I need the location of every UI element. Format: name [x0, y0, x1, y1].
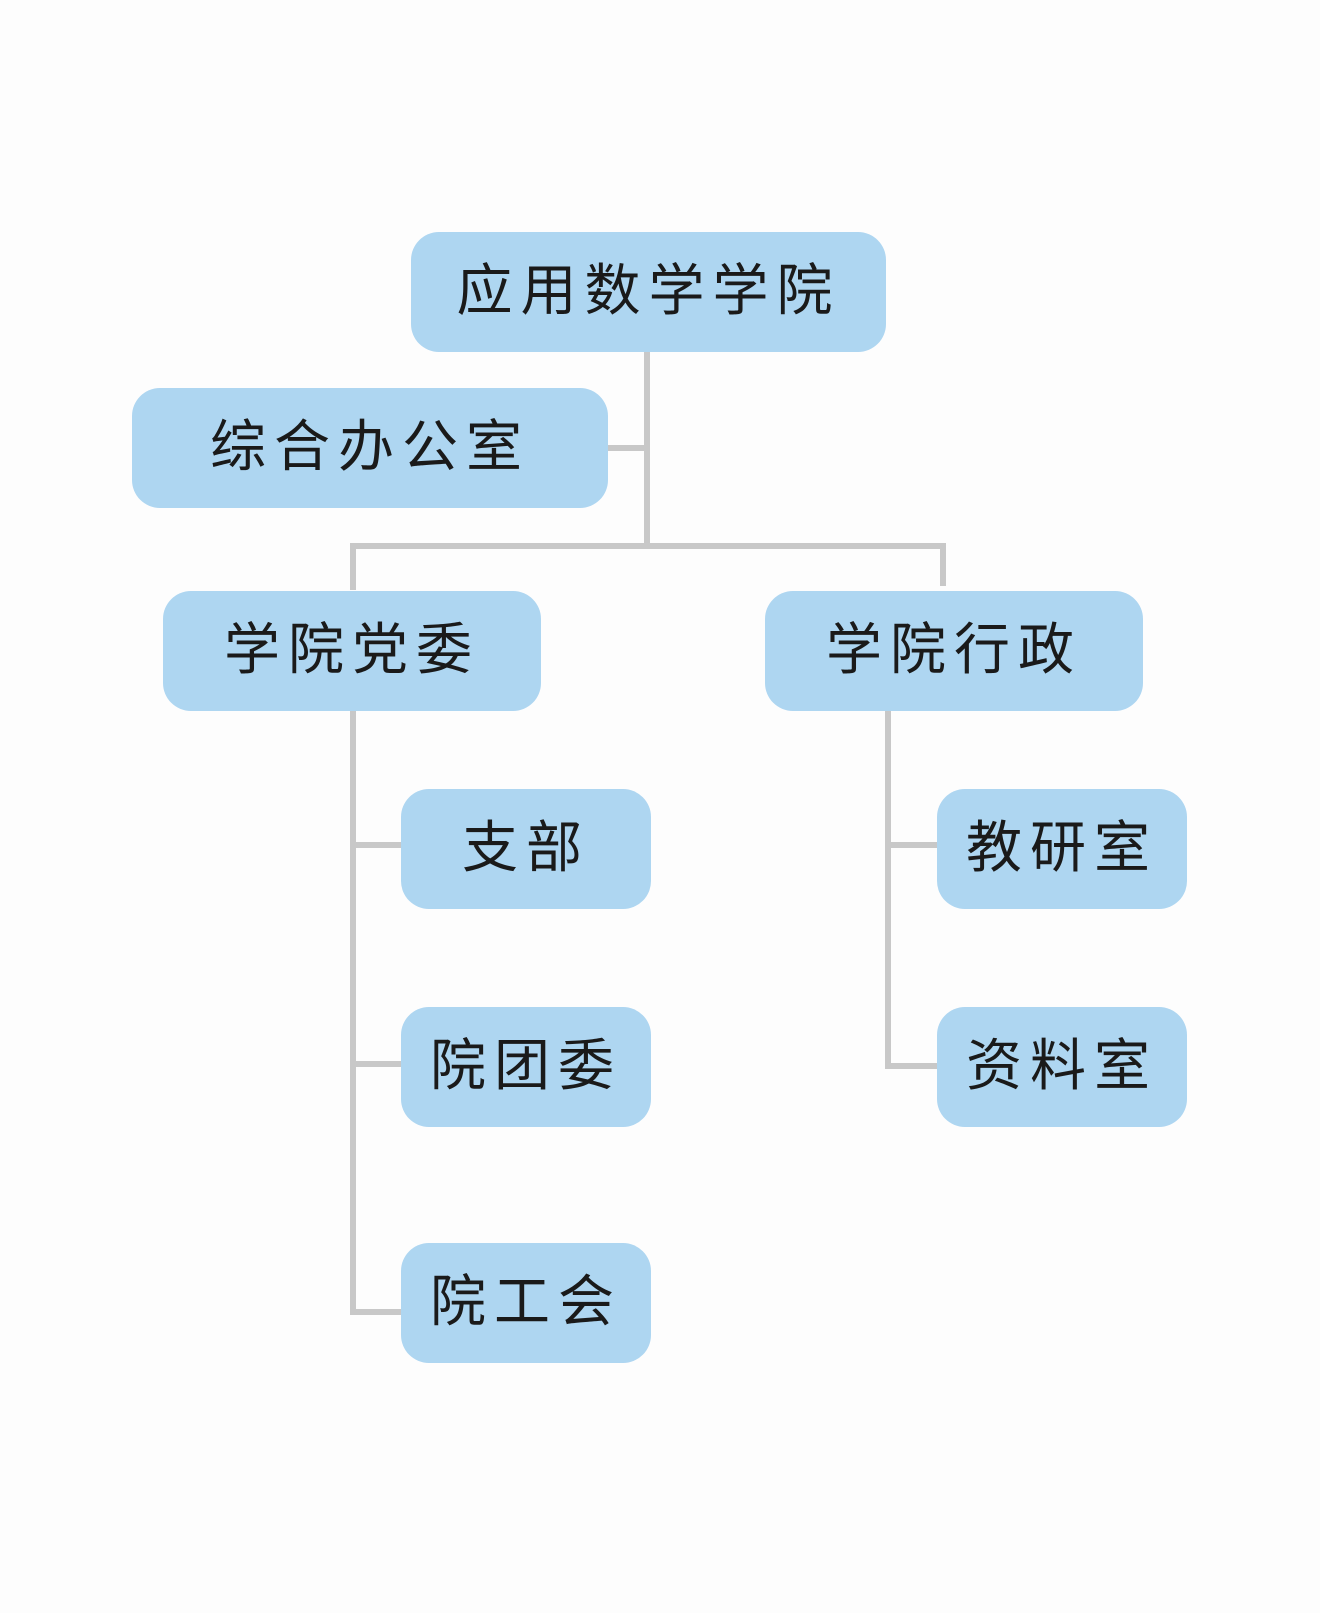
connector-admin-spine: [885, 710, 937, 1069]
node-party-child-1: 支部: [401, 789, 651, 909]
connector-bus: [350, 543, 946, 590]
node-admin-child-1-label: 教研室: [966, 816, 1158, 881]
node-party-child-3-label: 院工会: [430, 1270, 622, 1335]
node-party-label: 学院党委: [224, 618, 480, 683]
node-admin-child-1: 教研室: [937, 789, 1187, 909]
node-party-child-3: 院工会: [401, 1243, 651, 1363]
node-party-child-2-label: 院团委: [430, 1034, 622, 1099]
node-office-label: 综合办公室: [210, 415, 530, 480]
node-root-label: 应用数学学院: [456, 259, 841, 324]
connector-party-spine: [350, 710, 401, 1315]
node-office: 综合办公室: [132, 388, 608, 508]
node-admin-child-2-label: 资料室: [966, 1034, 1158, 1099]
node-party-child-1-label: 支部: [462, 816, 590, 881]
node-admin: 学院行政: [765, 591, 1143, 711]
node-party-child-2: 院团委: [401, 1007, 651, 1127]
node-root: 应用数学学院: [411, 232, 886, 352]
node-admin-child-2: 资料室: [937, 1007, 1187, 1127]
node-party: 学院党委: [163, 591, 541, 711]
node-admin-label: 学院行政: [826, 618, 1082, 683]
